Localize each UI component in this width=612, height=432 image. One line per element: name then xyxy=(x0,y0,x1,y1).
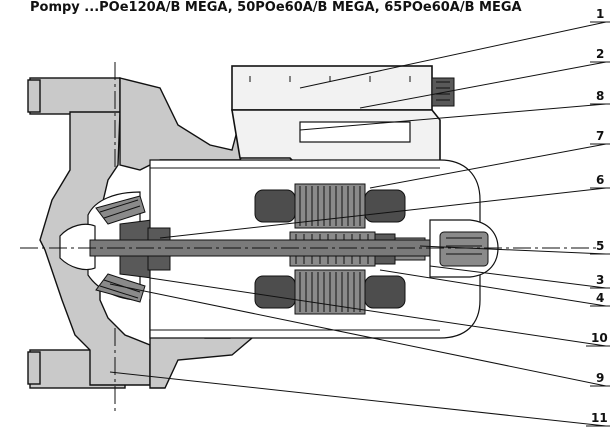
callout-7: 7 xyxy=(590,129,610,145)
svg-text:2: 2 xyxy=(596,47,604,61)
callout-6: 6 xyxy=(590,173,610,189)
callout-9: 9 xyxy=(590,371,610,387)
svg-text:10: 10 xyxy=(591,331,608,345)
leader-lines xyxy=(109,21,607,427)
callout-4: 4 xyxy=(590,291,610,307)
callout-10: 10 xyxy=(586,331,610,347)
svg-text:8: 8 xyxy=(596,89,604,103)
callout-11: 11 xyxy=(586,411,610,427)
callout-2: 2 xyxy=(590,47,610,63)
callout-1: 1 xyxy=(590,7,610,23)
svg-text:11: 11 xyxy=(591,411,608,425)
svg-text:4: 4 xyxy=(596,291,604,305)
stator-winding xyxy=(254,183,406,315)
svg-text:5: 5 xyxy=(596,239,604,253)
drawing-title: Pompy ...POe120A/B MEGA, 50POe60A/B MEGA… xyxy=(30,0,522,15)
svg-text:6: 6 xyxy=(596,173,604,187)
callout-8: 8 xyxy=(590,89,610,105)
callout-3: 3 xyxy=(590,273,610,289)
callout-5: 5 xyxy=(590,239,610,255)
svg-text:3: 3 xyxy=(596,273,604,287)
electronic-module xyxy=(231,65,455,169)
svg-text:7: 7 xyxy=(596,129,604,143)
svg-text:1: 1 xyxy=(596,7,604,21)
svg-text:9: 9 xyxy=(596,371,604,385)
